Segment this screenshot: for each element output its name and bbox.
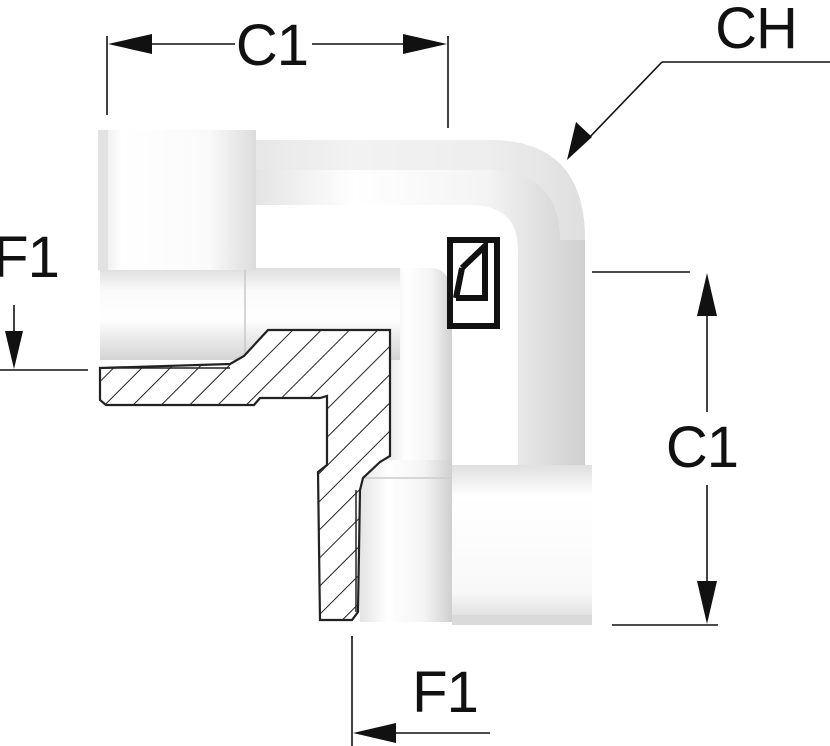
nut-top-left-edge bbox=[98, 130, 108, 270]
dimension-f1-left: F1 bbox=[0, 225, 88, 371]
label-ch: CH bbox=[715, 0, 797, 61]
cross-section-hatched bbox=[98, 328, 392, 622]
dimension-ch: CH bbox=[567, 0, 830, 160]
brand-logo-icon bbox=[447, 237, 500, 329]
dimension-c1-top: C1 bbox=[106, 13, 449, 128]
dimension-f1-bottom: F1 bbox=[351, 636, 490, 746]
label-c1-right: C1 bbox=[666, 415, 738, 480]
nut-bottom-right bbox=[452, 465, 592, 625]
elbow-body bbox=[98, 130, 592, 625]
elbow-bend-upper-shade bbox=[255, 140, 585, 240]
label-f1-left: F1 bbox=[0, 225, 59, 290]
nut-bottom-right-edge bbox=[452, 615, 592, 625]
label-c1-top: C1 bbox=[236, 13, 308, 78]
inner-body-vertical bbox=[385, 268, 452, 465]
sleeve-lower bbox=[360, 460, 452, 622]
label-f1-bottom: F1 bbox=[412, 660, 478, 725]
dimension-c1-right: C1 bbox=[592, 271, 739, 626]
nut-top-left bbox=[98, 130, 256, 270]
